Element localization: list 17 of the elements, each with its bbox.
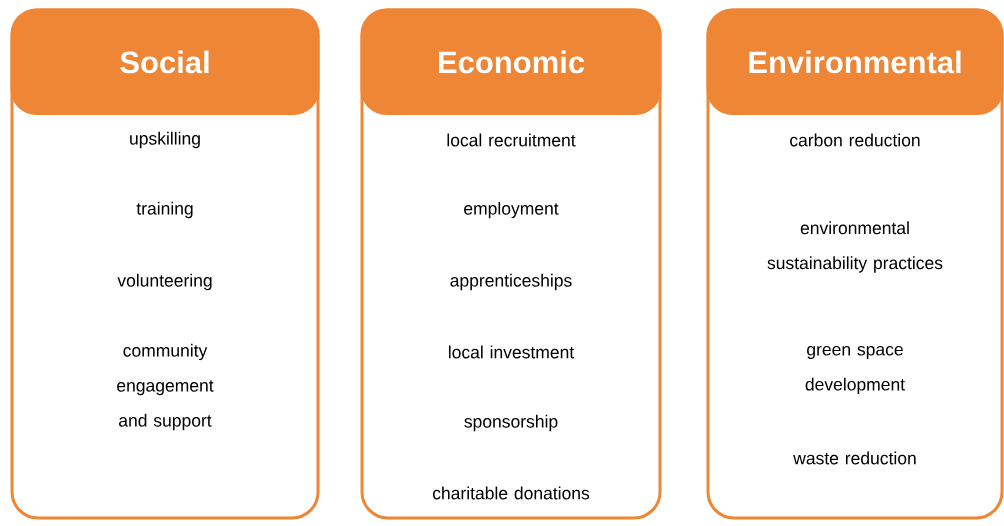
column-heading: Economic xyxy=(439,50,585,74)
column-heading: Environmental xyxy=(749,50,961,74)
list-item: local investment xyxy=(448,345,575,359)
list-item: local recruitment xyxy=(447,133,576,147)
list-item: charitable donations xyxy=(432,486,590,500)
list-item: environmental sustainability practices xyxy=(767,221,943,273)
list-item: community engagement and support xyxy=(117,343,214,431)
list-item: volunteering xyxy=(117,273,212,291)
column-heading: Social xyxy=(120,50,209,74)
list-item: green space development xyxy=(805,345,905,394)
list-item: upskilling xyxy=(130,131,200,149)
list-item: employment xyxy=(464,201,559,219)
list-item: apprenticeships xyxy=(450,273,572,291)
list-item: waste reduction xyxy=(793,451,916,465)
list-item: carbon reduction xyxy=(790,133,920,147)
list-item: sponsorship xyxy=(464,414,558,432)
list-item: training xyxy=(136,201,193,219)
